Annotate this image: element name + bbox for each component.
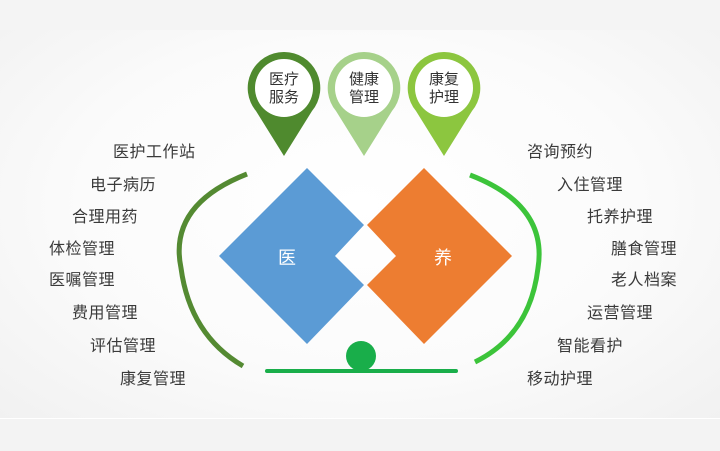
pin-rehab-care-label: 康复 护理 xyxy=(414,70,474,106)
right-arc xyxy=(469,172,542,365)
left-item: 评估管理 xyxy=(90,336,157,355)
left-item: 电子病历 xyxy=(90,175,157,194)
pin-line: 医疗 xyxy=(268,70,299,88)
right-item: 运营管理 xyxy=(587,303,654,322)
right-item: 膳食管理 xyxy=(611,239,678,258)
pin-line: 服务 xyxy=(268,88,299,106)
pin-medical-service-label: 医疗 服务 xyxy=(254,70,314,106)
left-item: 医嘱管理 xyxy=(49,270,116,289)
pin-health-management-icon xyxy=(327,51,401,157)
right-item: 老人档案 xyxy=(611,270,678,289)
medical-diamond xyxy=(219,168,364,344)
right-item: 智能看护 xyxy=(557,336,624,355)
pin-rehab-care-icon xyxy=(407,51,481,156)
medical-label: 医 xyxy=(278,248,296,269)
left-arc xyxy=(176,171,248,369)
pin-line: 健康 xyxy=(348,70,379,88)
pin-health-management-label: 健康 管理 xyxy=(334,70,394,106)
pin-line: 护理 xyxy=(428,88,459,106)
bottom-band xyxy=(0,418,720,451)
left-item: 费用管理 xyxy=(72,303,139,322)
pin-line: 管理 xyxy=(348,88,379,106)
left-item: 合理用药 xyxy=(72,207,139,226)
right-item: 入住管理 xyxy=(557,175,624,194)
left-item: 体检管理 xyxy=(49,239,116,258)
care-diamond xyxy=(367,168,512,344)
pin-line: 康复 xyxy=(428,70,459,88)
pin-medical-service-icon xyxy=(247,51,321,156)
right-item: 托养护理 xyxy=(587,207,654,226)
right-item: 移动护理 xyxy=(527,369,594,388)
balance-ball xyxy=(346,341,376,371)
left-item: 康复管理 xyxy=(120,369,187,388)
right-item: 咨询预约 xyxy=(527,142,594,161)
care-label: 养 xyxy=(434,248,452,269)
left-item: 医护工作站 xyxy=(113,142,196,161)
